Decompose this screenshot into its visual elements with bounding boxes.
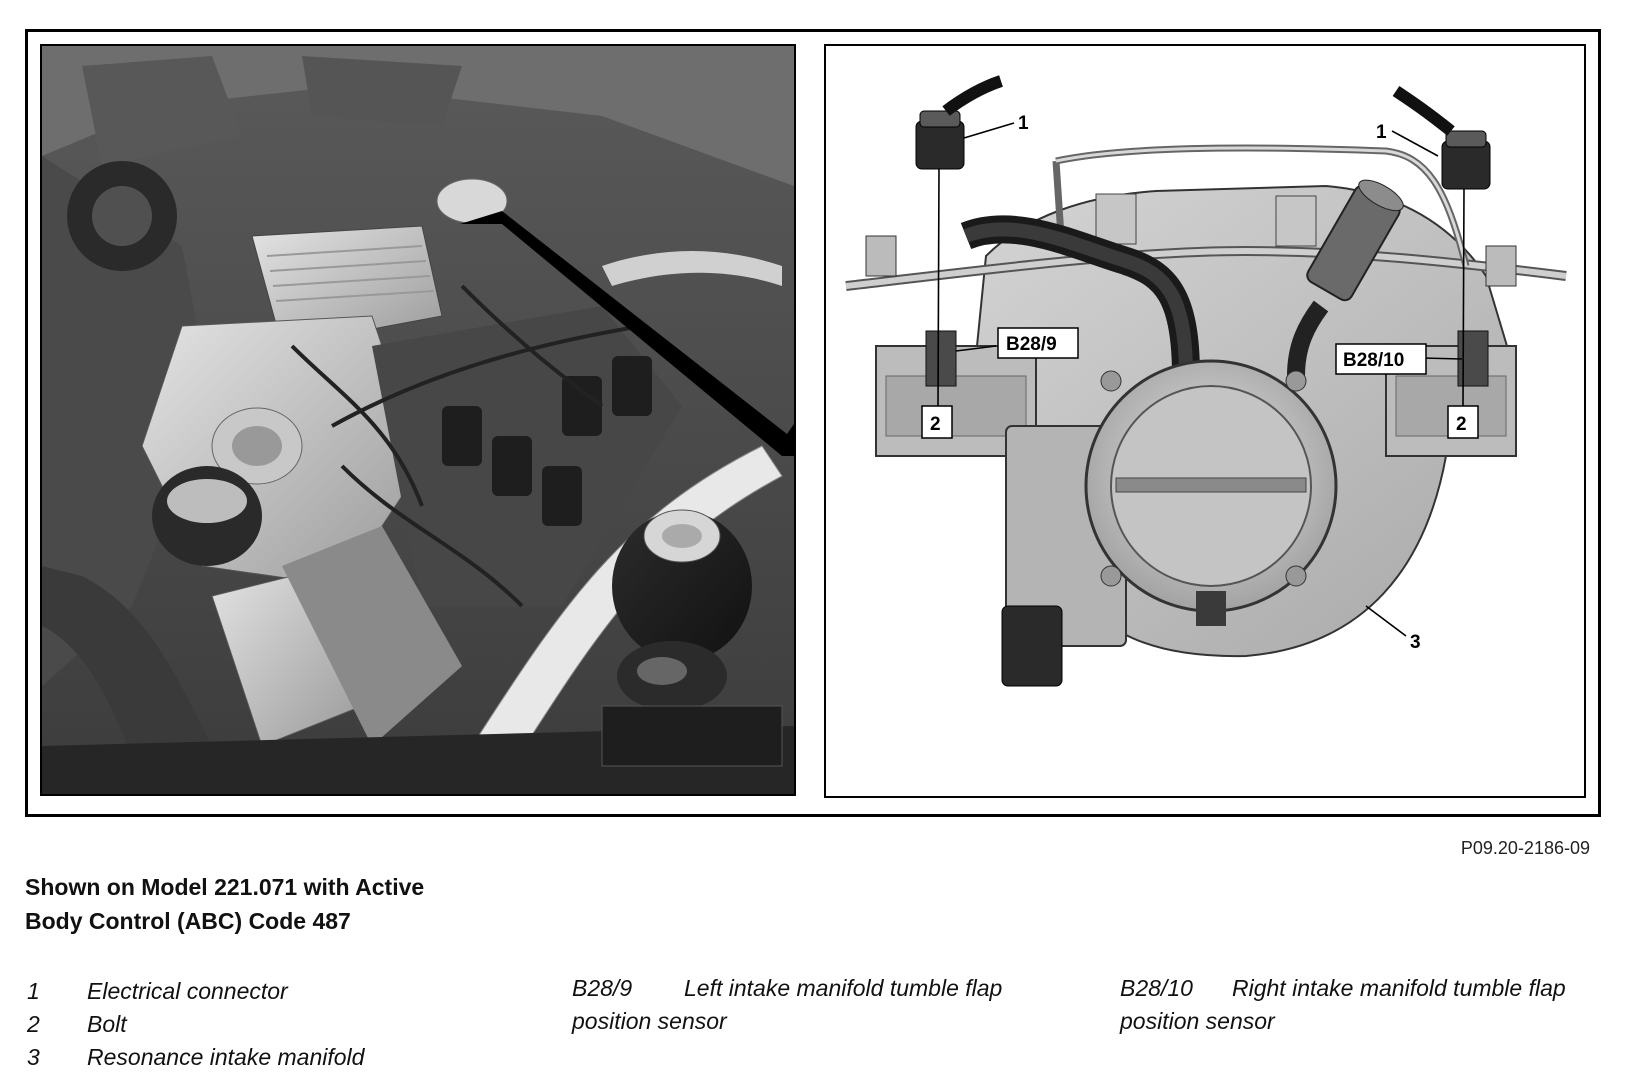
caption-line-2: Body Control (ABC) Code 487 — [25, 908, 351, 934]
svg-text:2: 2 — [1456, 414, 1467, 435]
callout-b28-9: B28/9 — [997, 327, 1079, 359]
legend-sensor-left: B28/9 Left intake manifold tumble flap p… — [572, 972, 1002, 1038]
figure-frame: 1 1 2 2 B28/9 B2 — [25, 29, 1601, 817]
legend-sensor-label-cont: position sensor — [572, 1008, 727, 1034]
svg-text:1: 1 — [1376, 122, 1387, 143]
callout-3: 3 — [1410, 632, 1421, 653]
legend-label: Electrical connector — [87, 978, 288, 1004]
legend-item: 1 Electrical connector — [27, 975, 364, 1008]
legend-items: 1 Electrical connector 2 Bolt 3 Resonanc… — [27, 975, 364, 1074]
callout-b28-10: B28/10 — [1335, 343, 1427, 375]
legend-sensor-code: B28/9 — [572, 975, 633, 1001]
connector-left-icon — [915, 75, 1003, 170]
svg-text:2: 2 — [930, 414, 941, 435]
legend-item: 3 Resonance intake manifold — [27, 1041, 364, 1074]
legend-sensor-code: B28/10 — [1120, 975, 1193, 1001]
callout-1-left: 1 — [1018, 113, 1029, 134]
connector-right-icon — [1392, 86, 1491, 190]
callout-2-right: 2 — [1447, 405, 1479, 439]
legend-label: Resonance intake manifold — [87, 1044, 365, 1070]
callout-1-right: 1 — [1376, 122, 1387, 143]
legend-number: 3 — [27, 1044, 40, 1070]
legend-number: 2 — [27, 1011, 40, 1037]
legend-item: 2 Bolt — [27, 1008, 364, 1041]
figure-reference: P09.20-2186-09 — [1460, 838, 1590, 858]
svg-text:B28/10: B28/10 — [1343, 350, 1404, 371]
legend-sensor-label: Right intake manifold tumble flap — [1232, 975, 1566, 1001]
legend-sensor-label-cont: position sensor — [1120, 1008, 1275, 1034]
svg-text:B28/9: B28/9 — [1006, 334, 1057, 355]
svg-text:1: 1 — [1018, 113, 1029, 134]
engine-bay-photo — [40, 44, 796, 796]
intake-manifold-detail: 1 1 2 2 B28/9 B2 — [824, 44, 1586, 798]
legend-sensor-right: B28/10 Right intake manifold tumble flap… — [1120, 972, 1566, 1038]
legend-label: Bolt — [87, 1011, 127, 1037]
legend-number: 1 — [27, 978, 40, 1004]
svg-text:3: 3 — [1410, 632, 1421, 653]
caption-line-1: Shown on Model 221.071 with Active — [25, 874, 425, 900]
legend-sensor-label: Left intake manifold tumble flap — [684, 975, 1003, 1001]
callout-2-left: 2 — [921, 405, 953, 439]
figure-caption: Shown on Model 221.071 with Active Body … — [25, 870, 424, 938]
